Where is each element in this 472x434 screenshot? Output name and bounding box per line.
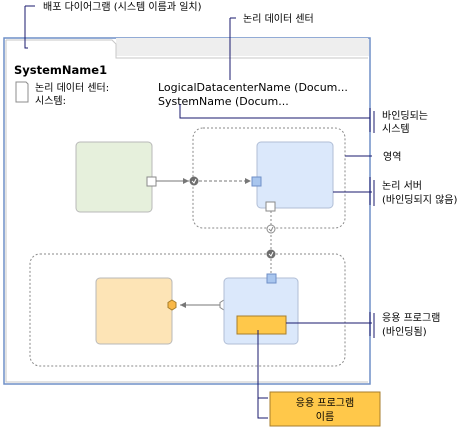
application-name-sample — [269, 391, 381, 427]
diagram-frame — [3, 37, 371, 385]
lower-connector-arrow — [180, 302, 186, 308]
host-connector-arrow — [183, 178, 189, 184]
server-input-endpoint[interactable] — [251, 176, 262, 187]
lower-zone — [29, 253, 346, 367]
orange-endpoint[interactable] — [167, 299, 177, 311]
callout-application-1: 응용 프로그램 — [382, 312, 440, 324]
callout-logical-server-2: (바인딩되지 않음) — [382, 194, 457, 206]
callout-logical-datacenter: 논리 데이터 센터 — [243, 13, 314, 25]
logical-server-box[interactable] — [256, 141, 334, 209]
callout-deployment-diagram: 배포 다이어그램 (시스템 이름과 일치) — [43, 1, 202, 13]
system-label: 시스템: — [35, 95, 66, 107]
application-box[interactable] — [236, 315, 287, 335]
callout-lines — [24, 5, 372, 419]
datacenter-value: LogicalDatacenterName (Docum... — [158, 81, 348, 94]
callout-logical-server-1: 논리 서버 — [382, 180, 422, 192]
system-value: SystemName (Docum... — [158, 95, 289, 108]
orange-server-box[interactable] — [95, 277, 173, 345]
zone-connector-arrow — [245, 178, 251, 184]
callout-bound-system-1: 바인딩되는 — [382, 110, 428, 122]
zone-endpoint-lower[interactable] — [266, 249, 276, 259]
callout-bound-system-2: 시스템 — [382, 123, 410, 135]
app-name-line2: 이름 — [316, 411, 334, 423]
server-output-endpoint[interactable] — [265, 201, 276, 212]
zone-exit-endpoint[interactable] — [266, 224, 276, 234]
zone-endpoint-upper[interactable] — [189, 176, 199, 186]
system-title: SystemName1 — [14, 63, 107, 77]
host-endpoint[interactable] — [146, 176, 157, 187]
host-box[interactable] — [75, 141, 153, 213]
lower-server-input-endpoint[interactable] — [266, 273, 277, 284]
callout-zone: 영역 — [383, 151, 401, 163]
app-name-line1: 응용 프로그램 — [296, 397, 354, 409]
callout-application-2: (바인딩됨) — [382, 326, 427, 338]
datacenter-label: 논리 데이터 센터: — [35, 82, 109, 94]
page-icon — [15, 81, 29, 103]
